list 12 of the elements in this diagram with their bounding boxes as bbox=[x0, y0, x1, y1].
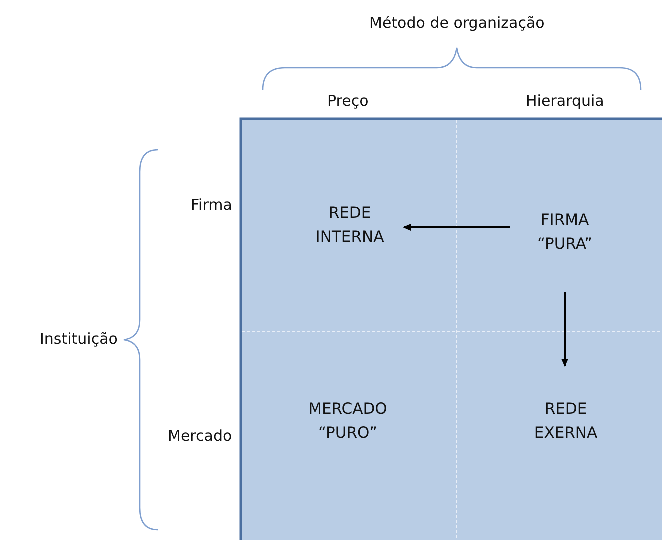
quadrant-label: MERCADO “PURO” bbox=[308, 399, 388, 444]
quadrant-label: FIRMA “PURA” bbox=[536, 210, 594, 255]
column-header: Preço bbox=[328, 92, 369, 110]
axis-title: Método de organização bbox=[370, 14, 545, 32]
arrow bbox=[562, 292, 568, 367]
arrow bbox=[403, 224, 510, 231]
quadrant-label: REDE EXERNA bbox=[533, 399, 599, 444]
row-header: Mercado bbox=[168, 427, 232, 445]
quadrant-label: REDE INTERNA bbox=[314, 203, 386, 248]
axis-title: Instituição bbox=[40, 330, 118, 348]
row-header: Firma bbox=[191, 196, 232, 214]
column-header: Hierarquia bbox=[526, 92, 604, 110]
